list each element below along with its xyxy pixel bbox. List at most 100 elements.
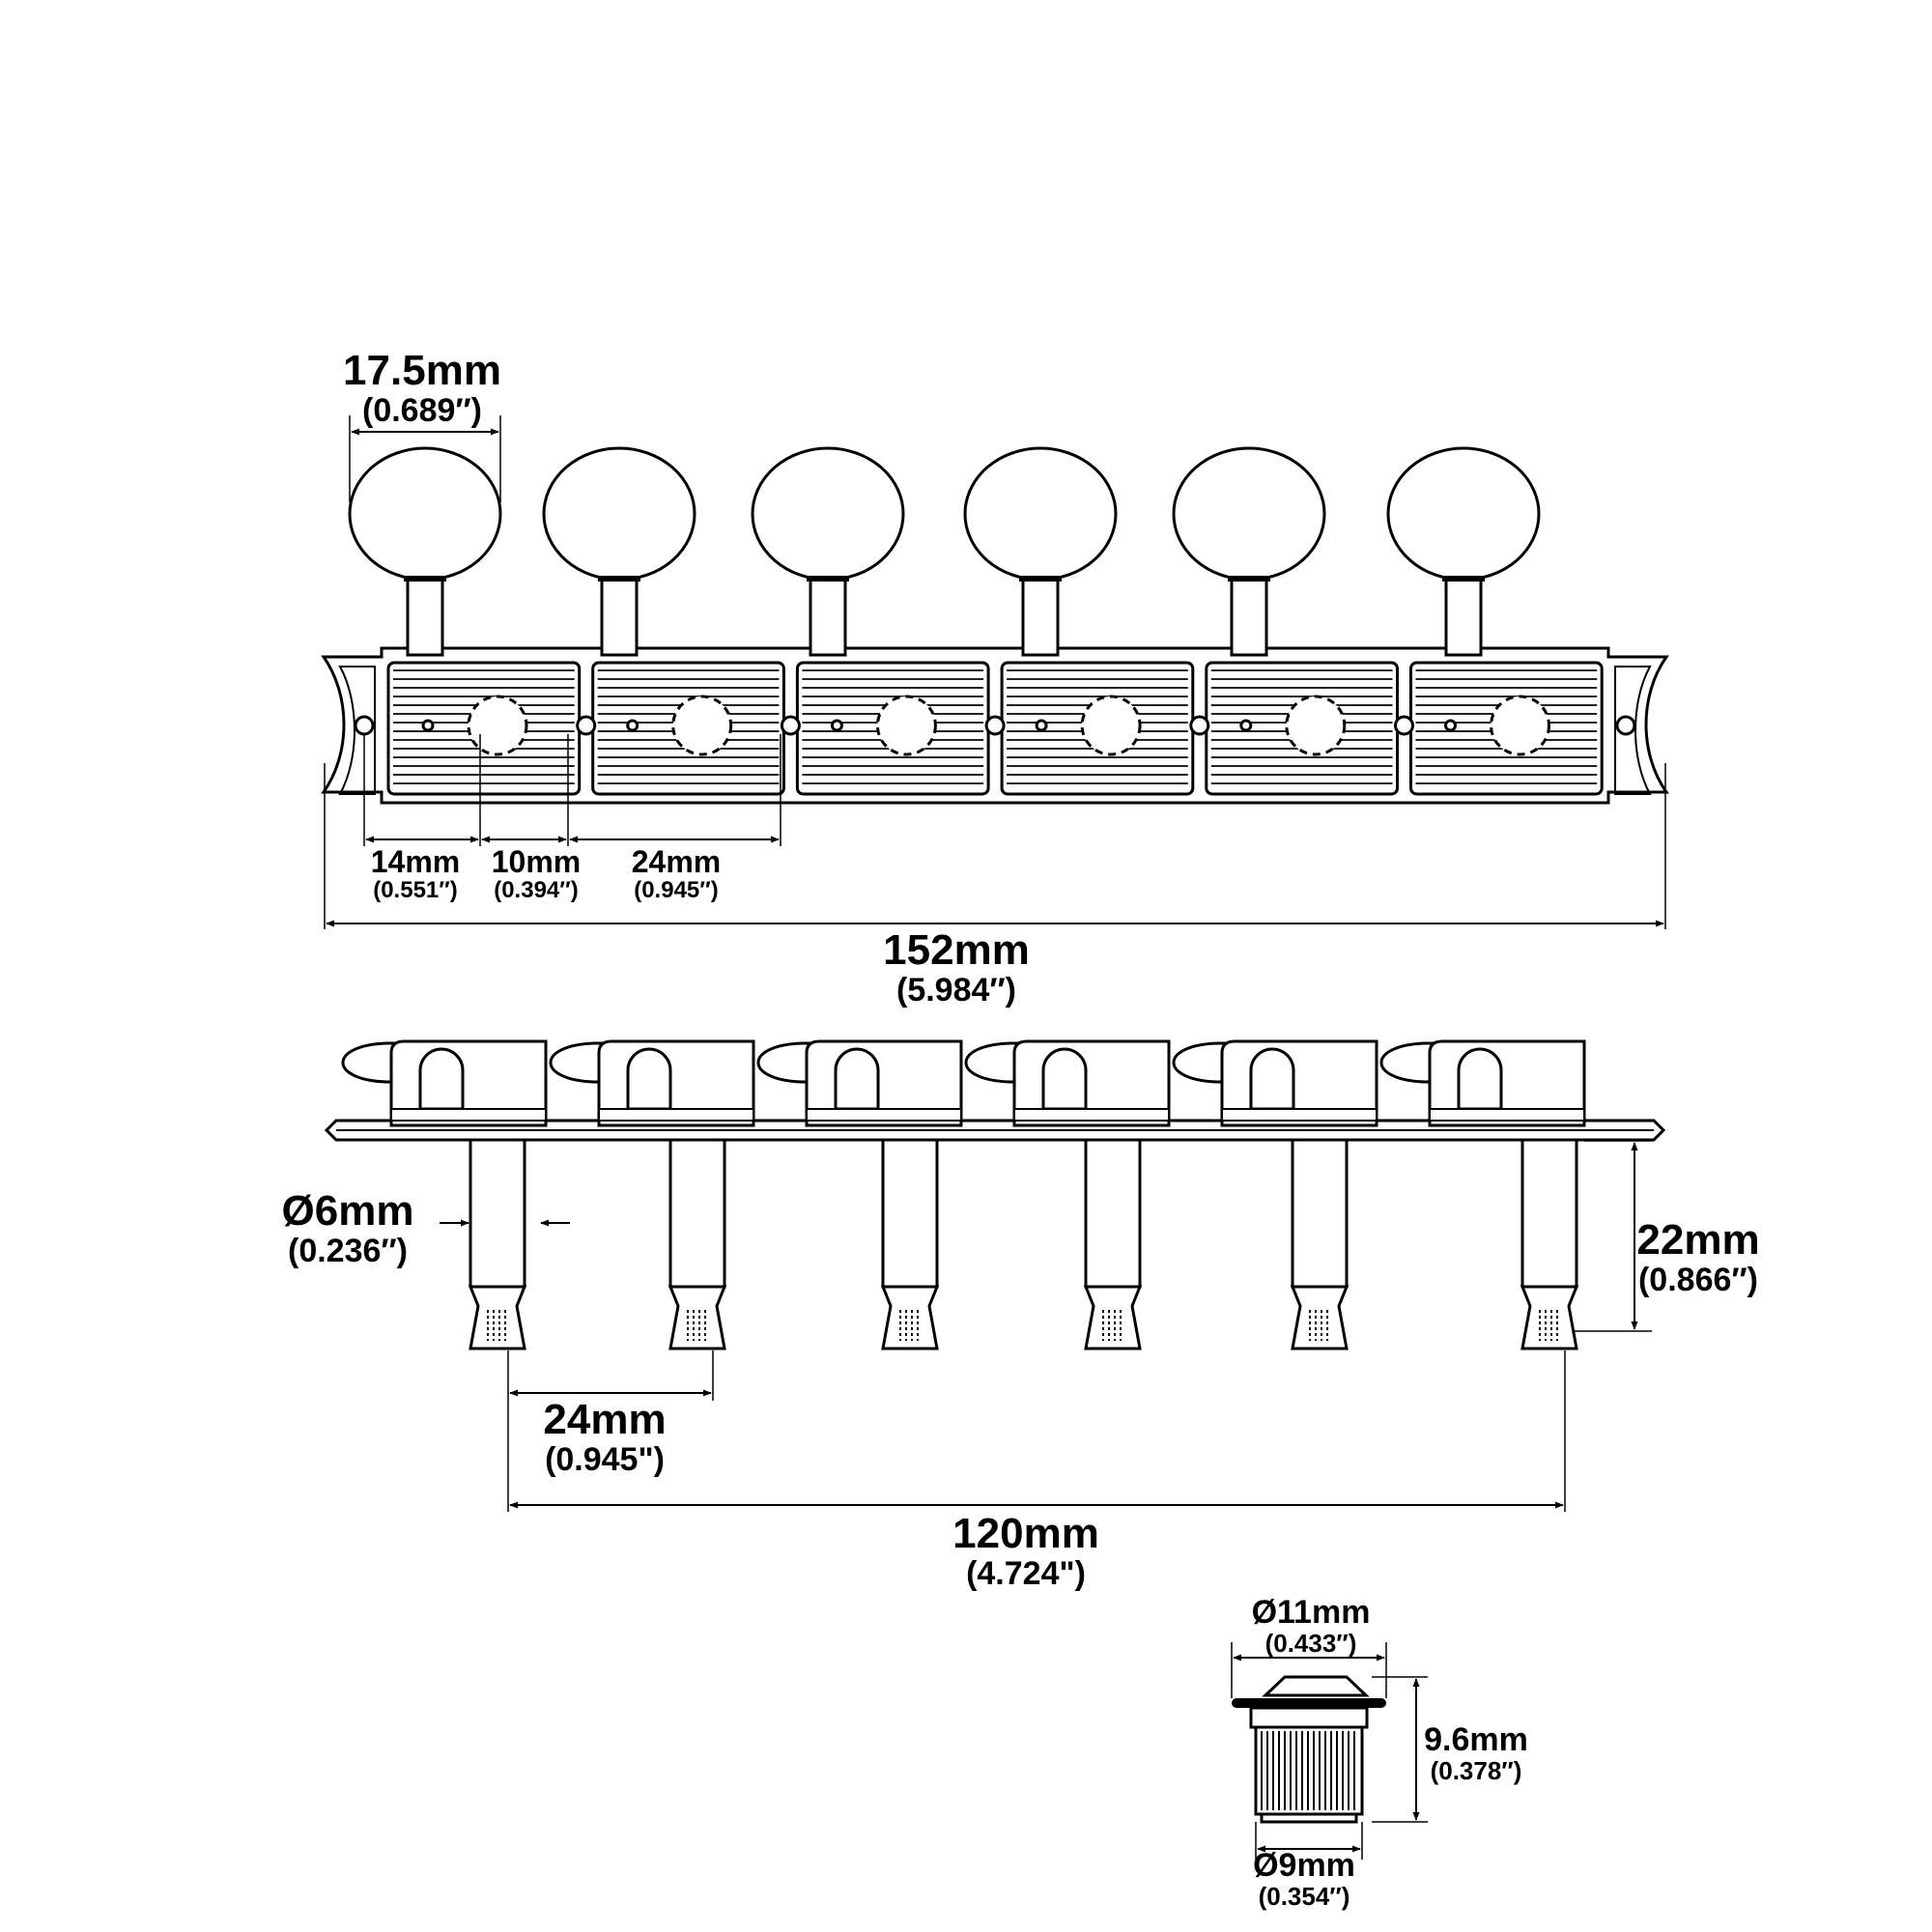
string-post [881,1138,939,1289]
post-to-gap-label: 10mm (0.394″) [492,846,582,902]
joint-screw-hole [1189,715,1210,736]
gear-cover-cap [549,1041,606,1084]
housing-foot [390,1108,547,1122]
post-tip [1520,1285,1579,1350]
gear-cover-cap [341,1041,398,1084]
post-span-label: 120mm (4.724") [952,1510,1099,1592]
tuner-unit-top [751,446,990,796]
hidden-gear-circle [1080,695,1142,756]
joint-screw-hole [1394,715,1414,736]
tuner-shaft [1444,576,1483,657]
post-diameter-inch: (0.236″) [287,1233,409,1269]
post-tip [880,1285,940,1350]
tuner-unit-side [1172,1039,1378,1350]
tuner-unit-top [1386,446,1604,796]
tuner-knob [963,446,1118,582]
tuner-unit-side [1379,1039,1586,1350]
tuner-unit-top [542,446,785,796]
right-ear [1614,666,1652,795]
tuner-unit-side [549,1039,755,1350]
gear-cover-cap [964,1041,1021,1084]
tuner-shaft [406,576,444,657]
knob-width-mm: 17.5mm [343,347,501,394]
string-post [1084,1138,1142,1289]
string-post [469,1138,526,1289]
mount-hole-right [1615,715,1636,736]
tuner-knob [542,446,696,582]
post-diameter-mm: Ø6mm [281,1187,414,1235]
worm-slot [626,1047,672,1111]
tuner-shaft [1230,576,1268,657]
knob-collar [404,576,446,582]
knob-collar [1442,576,1485,582]
bushing-base [1260,1812,1358,1824]
bushing-height-label: 9.6mm (0.378″) [1424,1723,1528,1783]
bushing-view [1232,1675,1386,1824]
post-center-dot [626,719,639,732]
unit-spacing-label: 24mm (0.945″) [632,846,722,902]
post-spacing-label: 24mm (0.945") [543,1399,666,1478]
side-view [324,1039,1666,1350]
post-height-label: 22mm (0.866″) [1636,1216,1760,1297]
knob-collar [1228,576,1270,582]
knob-collar [1019,576,1062,582]
gear-cover-cap [756,1041,813,1084]
bushing-top-diameter-label: Ø11mm (0.433″) [1252,1596,1371,1656]
worm-slot [1457,1047,1503,1111]
tuner-knob [751,446,905,582]
top-view [321,446,1669,805]
post-to-gap-inch: (0.394″) [494,877,579,903]
housing-foot [1013,1108,1170,1122]
joint-screw-hole [780,715,801,736]
overall-length-mm: 152mm [883,926,1030,974]
unit-spacing-mm: 24mm [631,844,722,879]
worm-slot [1249,1047,1295,1111]
post-to-gap-mm: 10mm [491,844,582,879]
tuner-unit-side [964,1039,1171,1350]
hole-to-post-label: 14mm (0.551″) [371,846,461,902]
tuner-unit-top [963,446,1195,796]
post-center-dot [1035,719,1048,732]
string-post [668,1138,726,1289]
overall-length-label: 152mm (5.984″) [883,926,1030,1008]
joint-screw-hole [576,715,597,736]
unit-spacing-inch: (0.945″) [634,877,719,903]
tuner-knob [1386,446,1541,582]
knob-width-label: 17.5mm (0.689″) [343,347,501,429]
post-center-dot [830,719,843,732]
post-tip [1290,1285,1350,1350]
hidden-gear-circle [671,695,733,756]
hole-to-post-inch: (0.551″) [373,877,458,903]
left-ear [338,666,376,795]
tuner-knob [1172,446,1326,582]
bushing-neck [1249,1706,1369,1729]
tuner-shaft [809,576,847,657]
bushing-top-diameter-inch: (0.433″) [1264,1629,1357,1658]
post-tip [468,1285,527,1350]
post-span-inch: (4.724") [966,1555,1086,1592]
gear-cover-cap [1172,1041,1229,1084]
tuner-unit-side [341,1039,548,1350]
post-span-mm: 120mm [952,1510,1099,1557]
housing-foot [1429,1108,1585,1122]
post-spacing-inch: (0.945") [545,1441,665,1478]
string-post [1291,1138,1349,1289]
housing-foot [598,1108,754,1122]
post-height-mm: 22mm [1636,1216,1760,1264]
string-post [1520,1138,1578,1289]
tuner-shaft [1021,576,1060,657]
hidden-gear-circle [1285,695,1347,756]
housing-foot [1221,1108,1378,1122]
housing-foot [806,1108,962,1122]
post-tip [1083,1285,1143,1350]
hidden-gear-circle [467,695,528,756]
gear-cover-cap [1379,1041,1436,1084]
bushing-bottom-diameter-mm: Ø9mm [1253,1847,1355,1884]
knob-width-inch: (0.689″) [361,392,483,429]
hidden-gear-circle [875,695,937,756]
bushing-bottom-diameter-inch: (0.354″) [1258,1882,1350,1911]
bushing-bottom-diameter-label: Ø9mm (0.354″) [1253,1849,1355,1909]
worm-slot [1041,1047,1088,1111]
